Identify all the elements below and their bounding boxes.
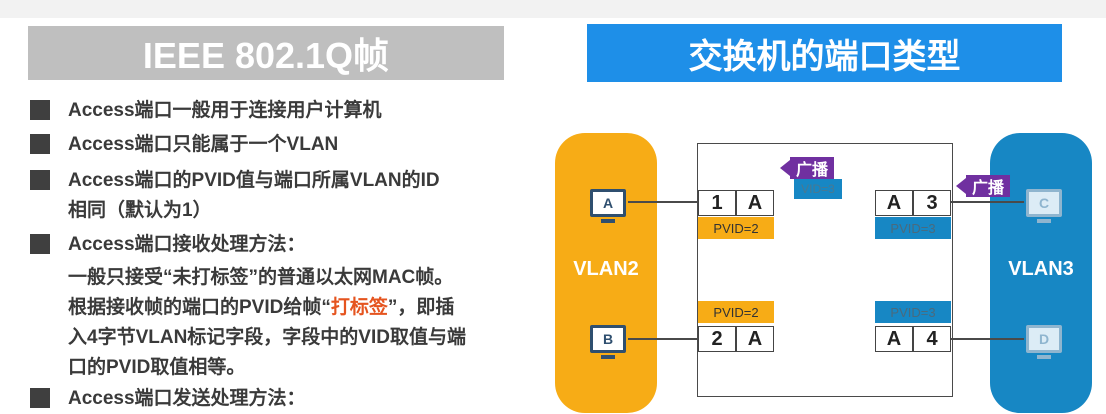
para-line: 一般只接受“未打标签”的普通以太网MAC帧。 bbox=[68, 267, 454, 288]
port1-vlan-tag: A bbox=[736, 190, 774, 216]
port1-pvid: PVID=2 bbox=[698, 217, 774, 239]
para-line: 口的PVID取值相等。 bbox=[68, 357, 246, 378]
broadcast-arrow-icon bbox=[780, 160, 790, 176]
highlight-text: 打标签 bbox=[330, 297, 388, 318]
port2-number: 2 bbox=[698, 326, 736, 352]
bullet-square-icon bbox=[30, 100, 50, 120]
port4-vlan-tag: A bbox=[875, 326, 913, 352]
broadcast-frame-inside: 广播 bbox=[790, 157, 835, 179]
receive-description: 一般只接受“未打标签”的普通以太网MAC帧。 根据接收帧的端口的PVID给帧“打… bbox=[68, 263, 538, 383]
bullet-square-icon bbox=[30, 170, 50, 190]
port4-number: 4 bbox=[913, 326, 951, 352]
port3-vlan-tag: A bbox=[875, 190, 913, 216]
port2-vlan-tag: A bbox=[736, 326, 774, 352]
port3-number: 3 bbox=[913, 190, 951, 216]
bullet-line: Access端口的PVID值与端口所属VLAN的ID bbox=[68, 170, 440, 191]
link-port4-d bbox=[950, 338, 1024, 340]
port3-pvid: PVID=3 bbox=[875, 217, 951, 239]
vlan3-label: VLAN3 bbox=[1008, 258, 1074, 280]
vid-tag: VID=3 bbox=[794, 179, 842, 199]
para-segment: 根据接收帧的端口的PVID给帧“ bbox=[68, 297, 331, 318]
top-strip bbox=[0, 0, 1106, 18]
link-port3-c bbox=[950, 201, 1024, 203]
host-d-icon: D bbox=[1026, 325, 1062, 359]
bullet-square-icon bbox=[30, 234, 50, 254]
para-line: 根据接收帧的端口的PVID给帧“打标签”，即插 bbox=[68, 293, 538, 323]
port4-pvid: PVID=3 bbox=[875, 301, 951, 323]
bullet-text: Access端口的PVID值与端口所属VLAN的ID 相同（默认为1） bbox=[68, 166, 528, 226]
link-a-port1 bbox=[628, 201, 698, 203]
bullet-text: Access端口接收处理方法： bbox=[68, 234, 306, 255]
slide-title-left: IEEE 802.1Q帧 bbox=[28, 26, 504, 80]
host-a-icon: A bbox=[590, 189, 626, 223]
slide-title-right: 交换机的端口类型 bbox=[587, 24, 1062, 82]
bullet-line: 相同（默认为1） bbox=[68, 200, 212, 221]
link-b-port2 bbox=[628, 338, 698, 340]
port1-number: 1 bbox=[698, 190, 736, 216]
bullet-text: Access端口一般用于连接用户计算机 bbox=[68, 100, 382, 121]
switch-port-diagram: VLAN2 VLAN3 A B C D 1 A PVID=2 PVID=2 2 … bbox=[555, 133, 1092, 413]
broadcast-arrow-icon bbox=[956, 178, 966, 194]
vlan2-zone: VLAN2 bbox=[555, 133, 657, 413]
port2-pvid: PVID=2 bbox=[698, 301, 774, 323]
para-line: 入4字节VLAN标记字段，字段中的VID取值与端 bbox=[68, 327, 466, 348]
vlan2-label: VLAN2 bbox=[573, 258, 639, 280]
bullet-text: Access端口只能属于一个VLAN bbox=[68, 134, 339, 155]
host-c-icon: C bbox=[1026, 189, 1062, 223]
broadcast-frame-incoming: 广播 bbox=[966, 175, 1011, 197]
para-segment: ”，即插 bbox=[387, 297, 455, 318]
bullet-square-icon bbox=[30, 134, 50, 154]
host-b-icon: B bbox=[590, 325, 626, 359]
